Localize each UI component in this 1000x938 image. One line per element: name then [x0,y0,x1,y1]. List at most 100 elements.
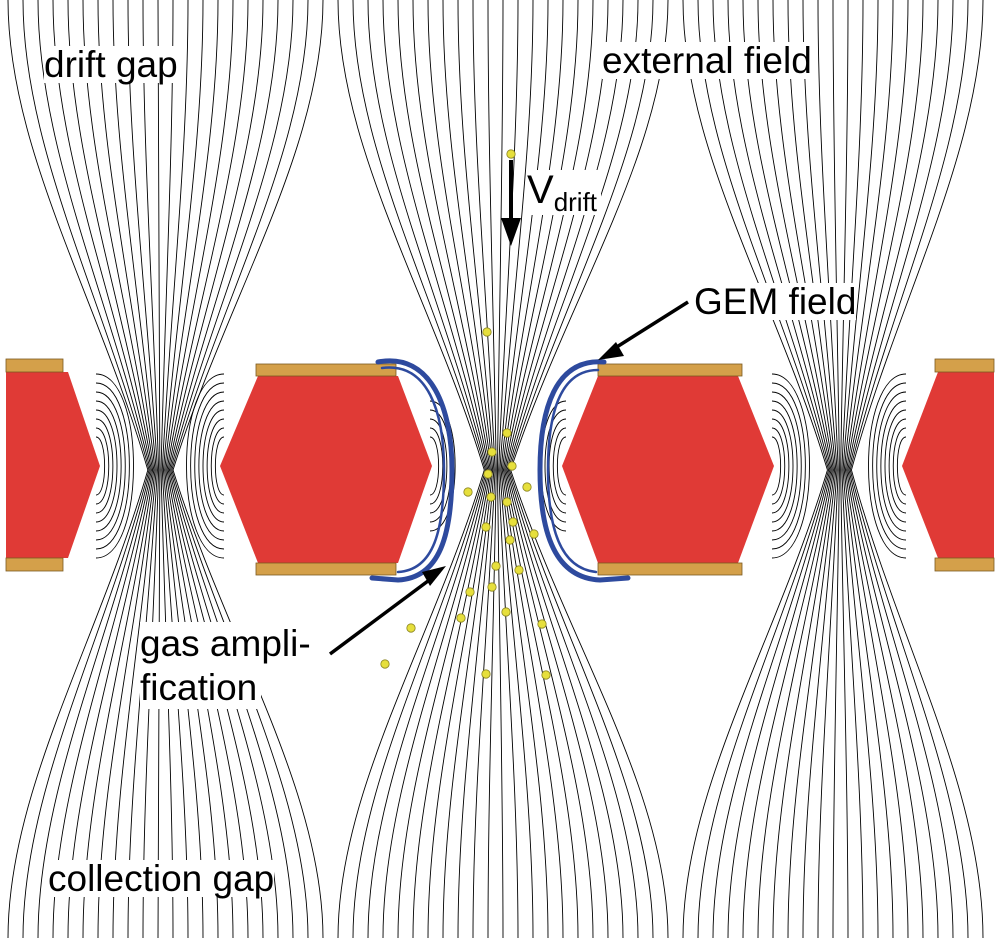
field-loop [552,427,567,505]
electron [508,517,518,527]
field-line [337,0,485,938]
field-line [161,0,189,938]
field-loop [194,391,225,541]
external-field-label: external field [602,40,812,81]
gem-field-boundaries [369,358,631,583]
field-line [162,0,204,938]
field-loop [876,391,907,541]
v-drift-symbol: V [527,168,554,212]
field-loop [95,409,118,523]
field-line [142,0,160,938]
gem-field-boundary-right [537,359,631,583]
electron [481,522,491,532]
electron [406,623,416,633]
field-line [850,0,984,938]
field-loop [198,400,225,532]
field-loop [429,427,444,505]
field-line [172,0,324,938]
electron [541,670,551,680]
electron [502,497,512,507]
field-line [849,0,969,938]
field-line [772,0,836,938]
electron [483,469,493,479]
field-line [164,0,219,938]
electron [465,587,475,597]
field-loop [206,418,225,514]
field-loop [771,418,790,514]
field-line [504,0,594,938]
gas-amplification-label: gas ampli- fication [140,622,315,710]
field-loop [880,400,907,532]
field-loop [557,436,567,496]
field-line [165,0,234,938]
field-loop [95,427,110,505]
gas-amplification-arrow [328,566,446,656]
field-loop [868,373,907,559]
electron [487,447,497,457]
electron [456,613,466,623]
field-line [505,0,609,938]
field-line [171,0,309,938]
field-line [97,0,156,938]
field-line [112,0,157,938]
electron [380,659,390,669]
field-line [841,0,864,938]
electron [463,487,473,497]
field-line [442,0,494,938]
gem-foil [5,358,995,576]
drift-gap-label: drift gap [44,44,178,85]
electrode-top-left [5,358,64,373]
field-line [503,0,579,938]
electrode-bottom-left [5,557,64,572]
electrode-bottom-right [934,557,995,572]
electrode-top-center-left [255,363,397,377]
drift-arrow [501,160,521,246]
field-line [501,0,564,938]
field-loop [771,400,798,532]
electrode-top-right [934,358,995,373]
field-loop [429,436,439,496]
electron [537,619,547,629]
field-line [166,0,249,938]
field-line [457,0,495,938]
v-drift-subscript: drift [553,187,598,217]
field-line [500,0,549,938]
gas-amplification-label-line1: gas ampli- [140,622,315,666]
field-loop [872,382,907,550]
field-loop [888,418,907,514]
field-loop [771,382,806,550]
gas-amplification-label-line2: fication [140,665,262,710]
field-line [802,0,838,938]
field-loop [771,373,810,559]
field-line [843,0,894,938]
field-line [742,0,833,938]
field-loop [771,391,802,541]
field-line [844,0,909,938]
gem-field-boundary-right-inner [546,368,600,574]
electrode-top-center-right [597,363,743,377]
electrode-bottom-center-left [255,562,397,576]
field-line [499,0,534,938]
field-loop [95,373,134,559]
field-line [487,0,497,938]
field-line [7,0,149,938]
field-line [167,0,264,938]
field-line [52,0,152,938]
field-line [848,0,954,938]
field-line [498,0,519,938]
field-line [847,0,939,938]
electron [514,565,524,575]
field-line [682,0,828,938]
field-loop [186,373,225,559]
field-line [168,0,279,938]
field-loop [771,427,786,505]
field-line [472,0,496,938]
field-loop [95,391,126,541]
field-line [352,0,486,938]
field-line [712,0,831,938]
field-line [160,0,174,938]
field-line [157,0,161,938]
field-line [82,0,155,938]
